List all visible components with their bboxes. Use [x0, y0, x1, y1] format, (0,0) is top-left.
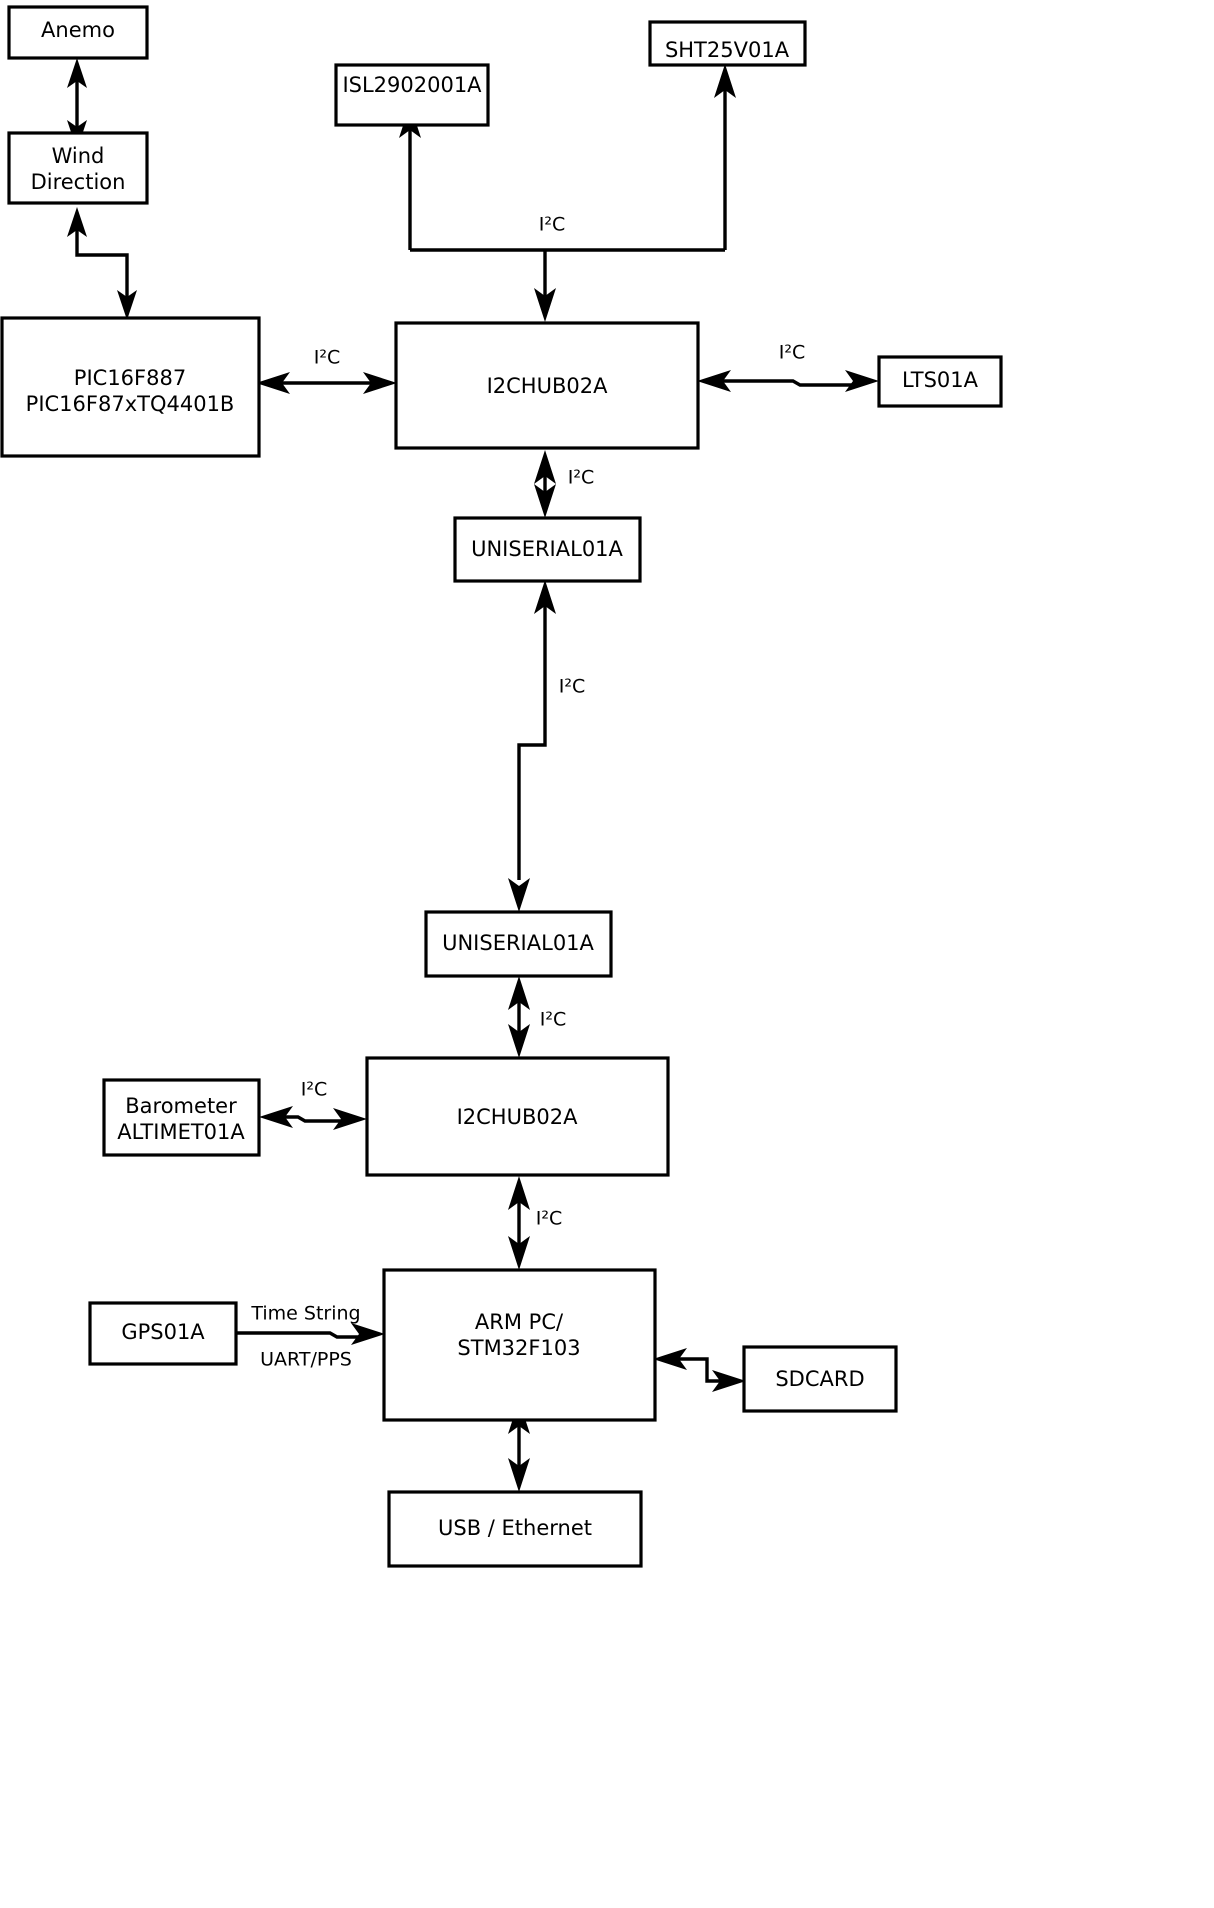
node-sht25v01a-label: SHT25V01A	[665, 38, 790, 62]
node-uniserial01a-bottom[interactable]: UNISERIAL01A	[424, 910, 613, 978]
arrow-up-icon	[534, 450, 556, 484]
edge-hub-arm	[508, 1176, 530, 1270]
arrow-down-icon	[508, 1236, 530, 1270]
edge-label-hub-lts-i2c: I²C	[779, 342, 806, 364]
node-usb-ethernet-label: USB / Ethernet	[438, 1516, 592, 1540]
edge-uniserial-hub-bottom	[508, 976, 530, 1058]
node-pic16f887-label-line1: PIC16F887	[74, 366, 186, 390]
arrow-up-icon	[67, 207, 87, 237]
node-pic16f887[interactable]: PIC16F887 PIC16F87xTQ4401B	[0, 316, 261, 458]
node-i2chub02a-bottom[interactable]: I2CHUB02A	[365, 1056, 670, 1177]
arrow-left-icon	[259, 1106, 293, 1128]
edge-label-pic-hub-i2c: I²C	[314, 347, 341, 369]
edge-label-uniserial-link-i2c: I²C	[559, 676, 586, 698]
edge-label-baro-hub-i2c: I²C	[301, 1079, 328, 1101]
node-gps01a-label: GPS01A	[121, 1320, 205, 1344]
node-arm-pc-label-line2: STM32F103	[457, 1336, 580, 1360]
arrow-down-icon	[508, 878, 530, 912]
arrow-down-icon	[117, 290, 137, 320]
node-usb-ethernet[interactable]: USB / Ethernet	[387, 1490, 643, 1568]
edge-top-i2c-bus	[399, 64, 736, 322]
edge-label-uniserial-hubbot-i2c: I²C	[540, 1009, 567, 1031]
node-anemo-label: Anemo	[41, 18, 115, 42]
node-i2chub02a-bottom-label: I2CHUB02A	[457, 1105, 579, 1129]
node-i2chub02a-top-label: I2CHUB02A	[487, 374, 609, 398]
edge-uniserial-link	[508, 580, 556, 912]
node-barometer-label-line1: Barometer	[125, 1094, 237, 1118]
node-wind-direction-label-line2: Direction	[31, 170, 126, 194]
arrow-left-icon	[653, 1348, 687, 1370]
edge-label-gps-uart-pps: UART/PPS	[260, 1349, 352, 1371]
arrow-down-icon	[534, 484, 556, 518]
node-i2chub02a-top[interactable]: I2CHUB02A	[394, 321, 700, 450]
node-barometer-altimet01a[interactable]: Barometer ALTIMET01A	[102, 1078, 261, 1157]
node-sdcard[interactable]: SDCARD	[742, 1345, 898, 1413]
node-lts01a[interactable]: LTS01A	[877, 355, 1003, 408]
arrow-down-icon	[508, 1024, 530, 1058]
node-sht25v01a[interactable]: SHT25V01A	[648, 20, 807, 67]
node-isl2902001a[interactable]: ISL2902001A	[334, 63, 490, 127]
edge-pic-wind	[67, 207, 137, 320]
arrow-down-icon	[508, 1458, 530, 1492]
arrow-down-icon	[534, 288, 556, 322]
node-barometer-label-line2: ALTIMET01A	[117, 1120, 245, 1144]
edge-label-bus-top-i2c: I²C	[539, 214, 566, 236]
node-wind-direction[interactable]: Wind Direction	[7, 131, 149, 205]
node-anemo[interactable]: Anemo	[7, 5, 149, 60]
edge-label-hub-uniserial-i2c: I²C	[568, 467, 595, 489]
node-pic16f887-label-line2: PIC16F87xTQ4401B	[26, 392, 235, 416]
arrow-right-icon	[712, 1370, 746, 1392]
edge-arm-sdcard	[653, 1348, 746, 1392]
node-uniserial01a-top[interactable]: UNISERIAL01A	[453, 516, 642, 583]
edge-gps-arm	[237, 1323, 385, 1345]
arrow-right-icon	[363, 372, 397, 394]
node-sdcard-label: SDCARD	[775, 1367, 864, 1391]
arrow-right-icon	[845, 370, 879, 392]
edge-hub-lts	[697, 370, 879, 392]
arrow-up-icon	[67, 58, 87, 88]
node-arm-pc-stm32f103[interactable]: ARM PC/ STM32F103	[382, 1268, 657, 1422]
node-uniserial01a-top-label: UNISERIAL01A	[471, 537, 623, 561]
node-gps01a[interactable]: GPS01A	[88, 1301, 238, 1366]
edge-hub-uniserial-top	[534, 450, 556, 518]
node-lts01a-label: LTS01A	[902, 368, 979, 392]
arrow-up-icon	[508, 1176, 530, 1210]
arrow-left-icon	[697, 370, 731, 392]
node-uniserial01a-bottom-label: UNISERIAL01A	[442, 931, 594, 955]
edge-label-hubbot-arm-i2c: I²C	[536, 1208, 563, 1230]
edge-baro-hub	[259, 1106, 367, 1130]
node-isl2902001a-label: ISL2902001A	[342, 73, 482, 97]
edge-pic-hub	[256, 372, 397, 394]
arrow-right-icon	[333, 1108, 367, 1130]
arrow-up-icon	[714, 64, 736, 98]
arrow-up-icon	[534, 580, 556, 614]
arrow-up-icon	[508, 976, 530, 1010]
edge-label-gps-time-string: Time String	[250, 1303, 360, 1325]
arrow-right-icon	[351, 1323, 385, 1345]
node-wind-direction-label-line1: Wind	[52, 144, 105, 168]
arrow-left-icon	[256, 372, 290, 394]
node-arm-pc-label-line1: ARM PC/	[475, 1310, 564, 1334]
